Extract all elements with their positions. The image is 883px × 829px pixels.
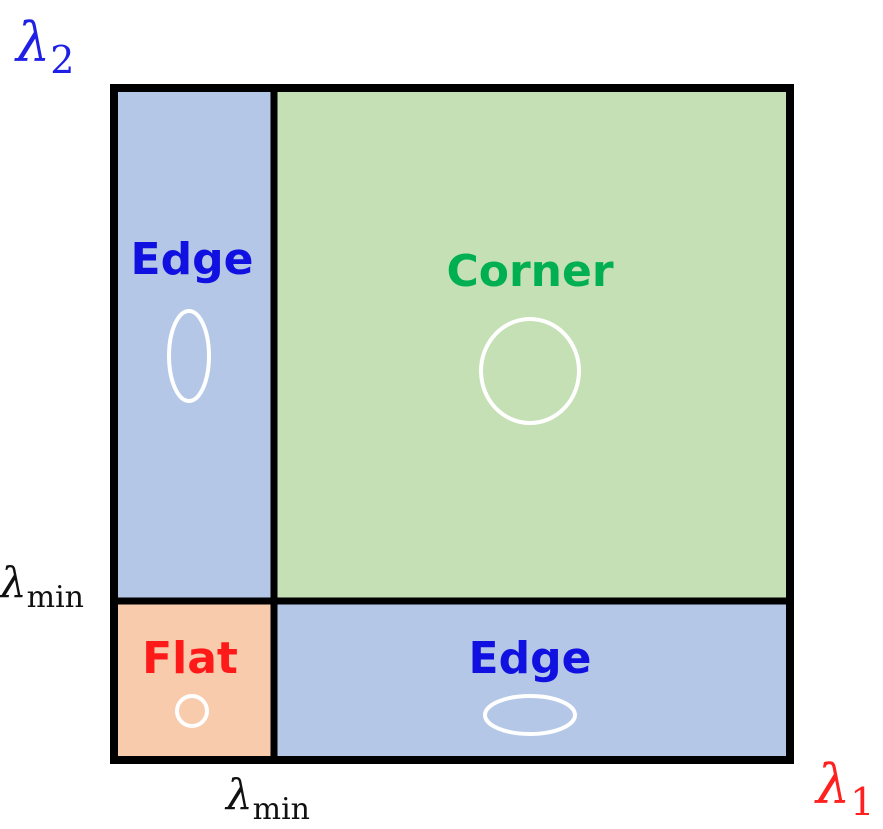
lambda1-subscript: 1 <box>850 780 875 824</box>
lambda-min-x-symbol: λ <box>226 770 253 819</box>
corner-circle <box>479 317 581 425</box>
lambda-min-y-symbol: λ <box>0 558 27 607</box>
lambda-min-x-label: λmin <box>226 774 310 825</box>
edge-vertical-label: Edge <box>130 234 254 285</box>
edge-horizontal-ellipse <box>483 694 577 736</box>
lambda1-axis-label: λ1 <box>816 758 874 822</box>
outer-border <box>110 84 794 764</box>
corner-region <box>274 88 790 601</box>
lambda2-subscript: 2 <box>50 38 75 82</box>
edge-horizontal-label: Edge <box>468 633 592 684</box>
flat-region <box>114 601 274 760</box>
lambda-min-x-subscript: min <box>252 792 310 827</box>
lambda-min-y-label: λmin <box>0 562 84 613</box>
flat-label: Flat <box>142 633 238 684</box>
edge-vertical-ellipse <box>167 309 211 403</box>
flat-small-circle <box>175 694 209 728</box>
lambda1-symbol: λ <box>816 753 851 816</box>
lambda2-symbol: λ <box>16 11 51 74</box>
lambda-min-y-subscript: min <box>26 580 84 615</box>
corner-label: Corner <box>446 246 614 297</box>
lambda2-axis-label: λ2 <box>16 16 74 80</box>
edge-vertical-region <box>114 88 274 601</box>
